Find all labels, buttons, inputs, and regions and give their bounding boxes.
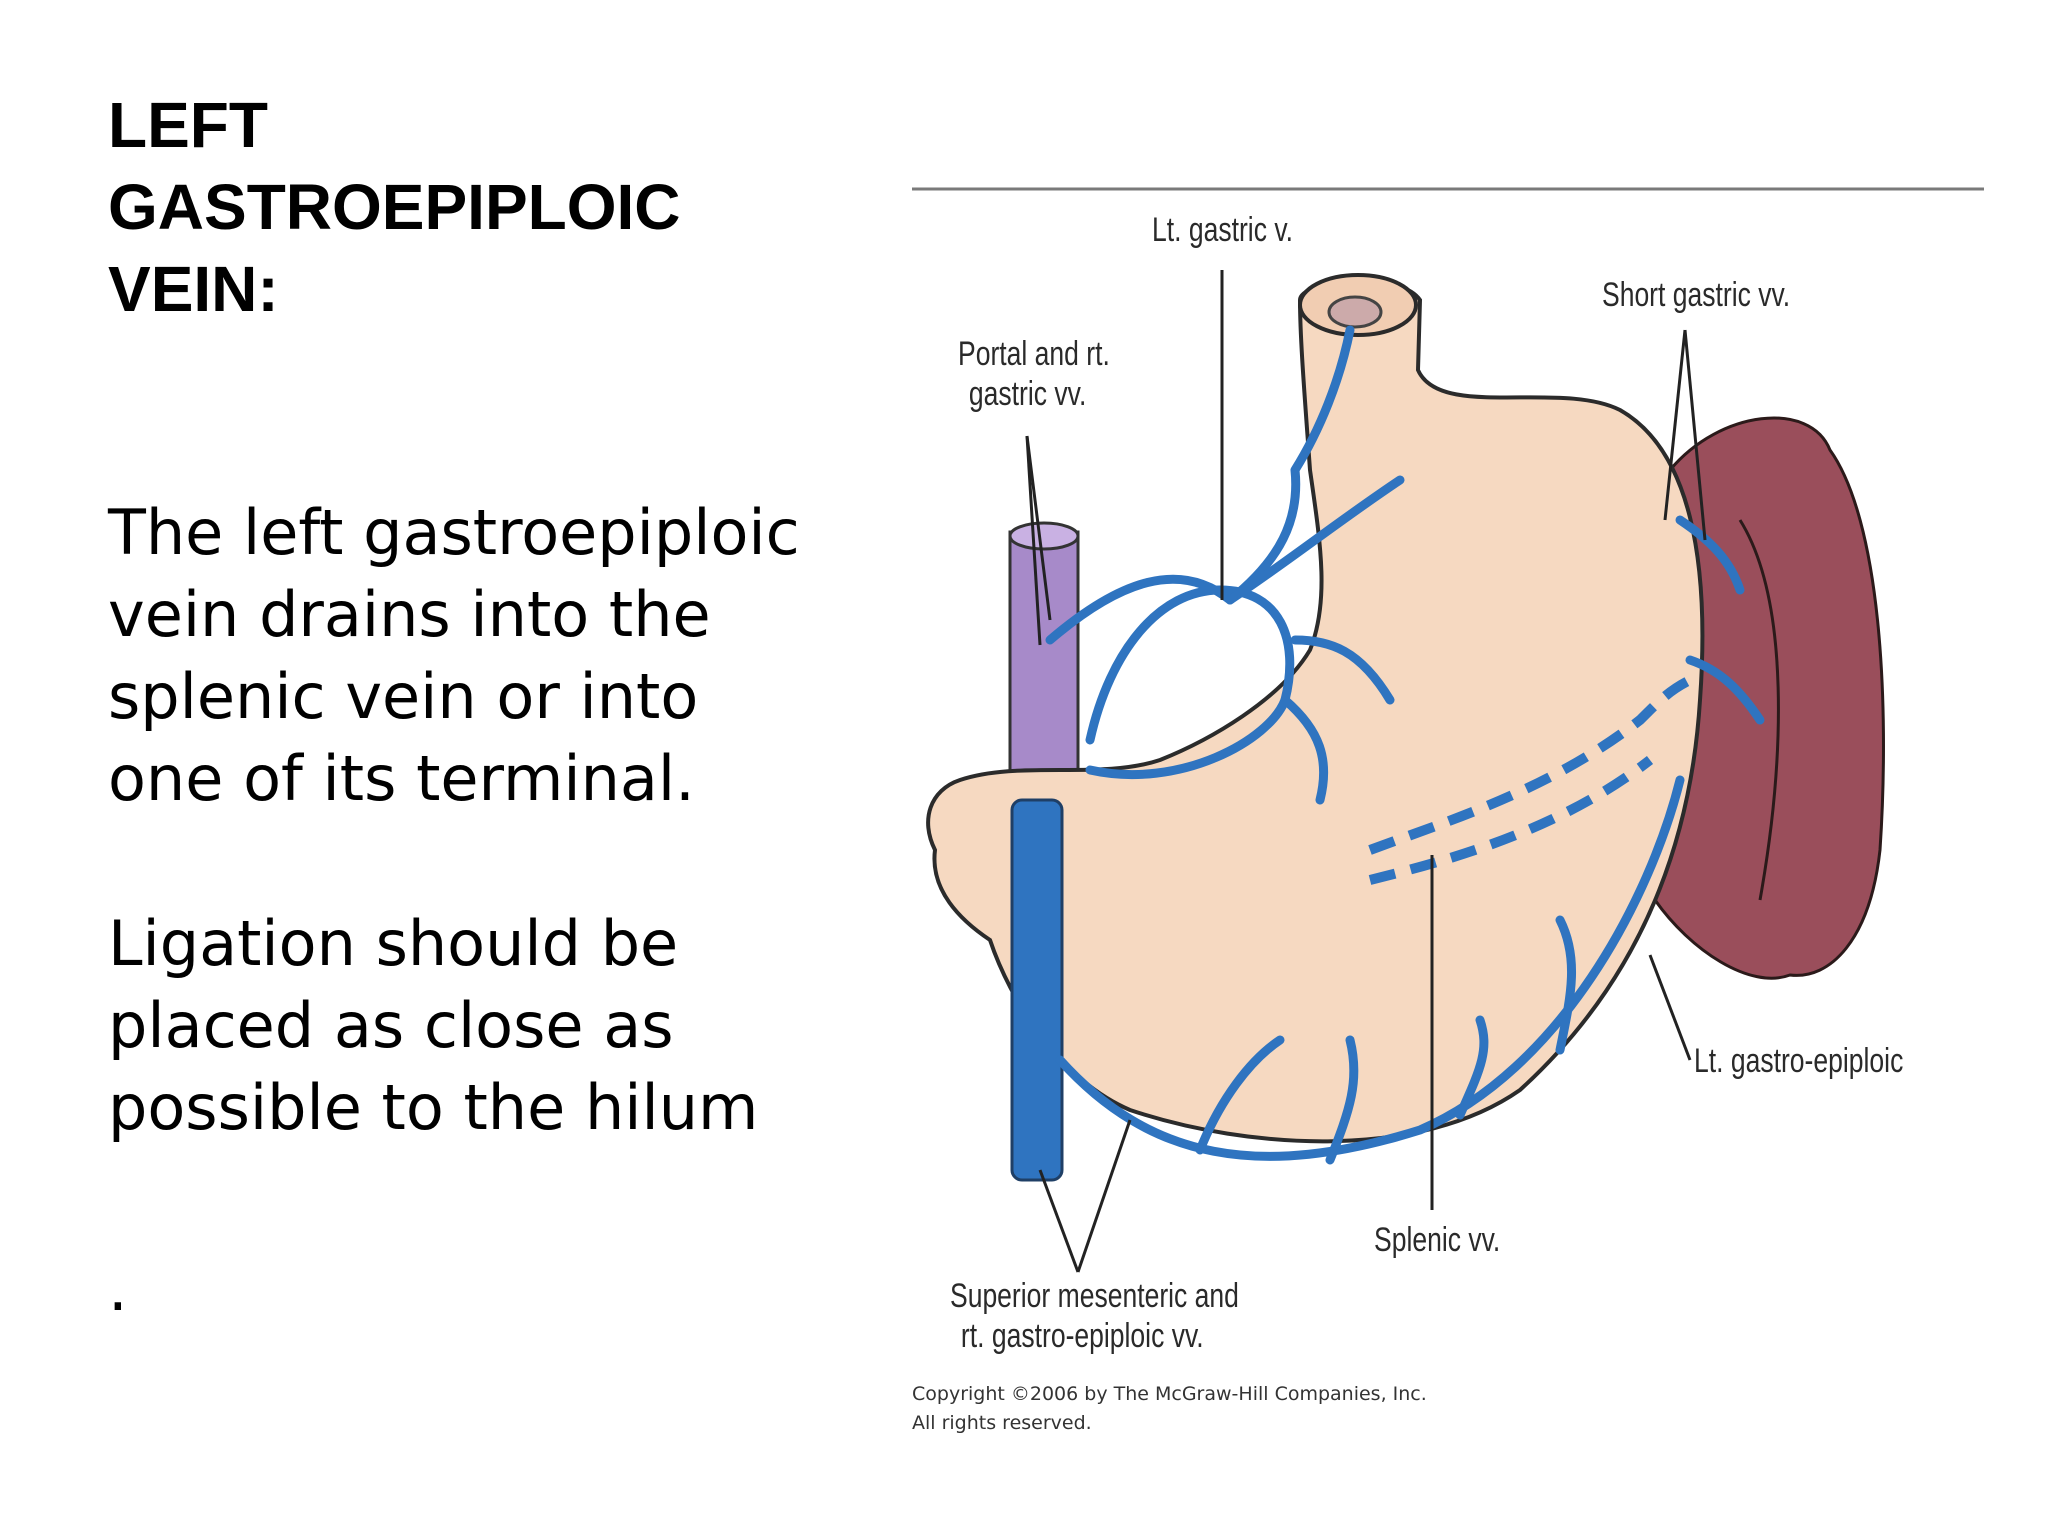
- copyright-line: Copyright ©2006 by The McGraw-Hill Compa…: [912, 1383, 1427, 1405]
- portal-vein-opening: [1008, 521, 1080, 551]
- leader-portal: [1025, 435, 1042, 646]
- label-lt-gastric-v: Lt. gastric v.: [1152, 211, 1293, 249]
- title-line: LEFT: [108, 89, 268, 161]
- left-gastric-vein: [1045, 325, 1355, 645]
- gastro-epiploic-branch: [1325, 1035, 1359, 1165]
- paragraph-line: possible to the hilum: [108, 1071, 759, 1144]
- label-lt-gastro-epiploic: Lt. gastro-epiploic: [1694, 1042, 1904, 1080]
- leader-lt-gastro-epiploic: [1648, 954, 1692, 1061]
- gastro-epiploic-branch: [1195, 1035, 1285, 1155]
- paragraph-line: placed as close as: [108, 989, 674, 1062]
- drainage-paragraph: The left gastroepiploic vein drains into…: [108, 492, 800, 820]
- label-line: rt. gastro-epiploic vv.: [960, 1317, 1204, 1355]
- trailing-period: .: [108, 1252, 128, 1325]
- title-line: GASTROEPIPLOIC: [108, 171, 681, 243]
- label-line: gastric vv.: [968, 375, 1087, 413]
- leader-short-gastric: [1663, 329, 1687, 521]
- copyright-notice: Copyright ©2006 by The McGraw-Hill Compa…: [912, 1380, 1427, 1438]
- gastro-epiploic-branch: [1455, 1015, 1489, 1120]
- paragraph-line: splenic vein or into: [108, 660, 699, 733]
- leader-sup-mesenteric: [1076, 1119, 1132, 1273]
- gastric-branch: [1280, 695, 1329, 805]
- leader-short-gastric: [1683, 329, 1707, 541]
- slide-title: LEFT GASTROEPIPLOIC VEIN:: [108, 84, 681, 330]
- short-gastric-veins: [1675, 515, 1745, 595]
- gastric-branch: [1290, 635, 1395, 705]
- vein-network: [1045, 325, 1765, 1165]
- paragraph-line: vein drains into the: [108, 578, 711, 651]
- label-line: Superior mesenteric and: [950, 1277, 1239, 1315]
- splenic-veins-dashed-2: [1368, 756, 1654, 885]
- label-portal-rt-gastric: Portal and rt. gastric vv.: [958, 334, 1110, 414]
- gastro-epiploic-branch: [1555, 915, 1577, 1055]
- paragraph-line: Ligation should be: [108, 907, 679, 980]
- esophagus-lumen: [1327, 295, 1383, 329]
- leader-portal: [1025, 435, 1052, 621]
- leader-sup-mesenteric: [1038, 1169, 1080, 1273]
- label-splenic-vv: Splenic vv.: [1374, 1221, 1501, 1259]
- label-leader-lines: [1025, 270, 1707, 1273]
- ligation-paragraph: Ligation should be placed as close as po…: [108, 903, 758, 1149]
- paragraph-line: one of its terminal.: [108, 742, 695, 815]
- splenic-veins-dashed: [1368, 675, 1693, 855]
- label-sup-mesenteric-rt-gastro-epiploic: Superior mesenteric and rt. gastro-epipl…: [950, 1276, 1239, 1356]
- lesser-curve-arc: [1085, 585, 1295, 779]
- label-line: Portal and rt.: [958, 335, 1110, 373]
- paragraph-line: The left gastroepiploic: [108, 496, 800, 569]
- spleen-inner-line: [1738, 519, 1780, 901]
- gastric-branch: [1225, 475, 1405, 605]
- label-short-gastric-vv: Short gastric vv.: [1602, 276, 1791, 314]
- lt-gastro-epiploic-vein: [1055, 775, 1685, 1161]
- superior-mesenteric-vein: [1010, 798, 1064, 1182]
- short-gastric-veins: [1685, 655, 1765, 725]
- title-line: VEIN:: [108, 253, 279, 325]
- copyright-line: All rights reserved.: [912, 1412, 1092, 1434]
